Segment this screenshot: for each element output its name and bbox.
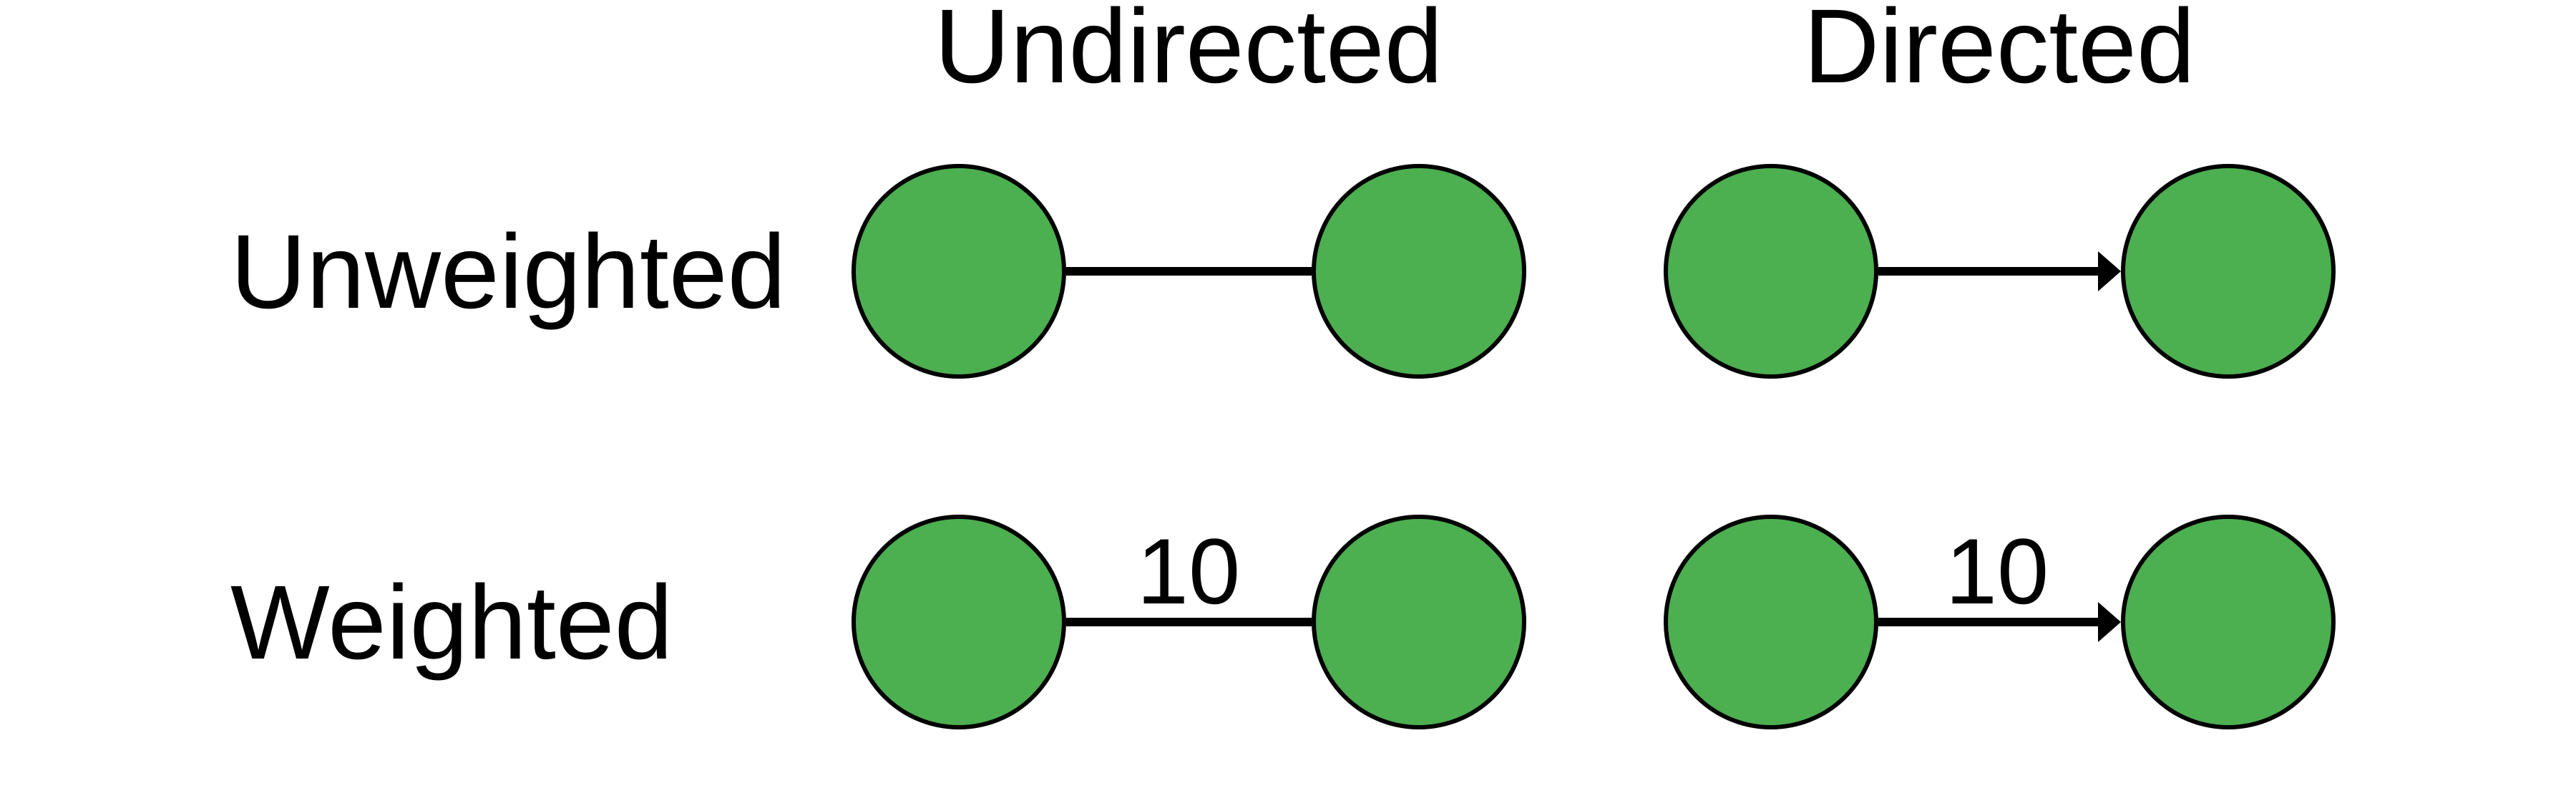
arrowhead [2098,251,2121,291]
node-circle [2121,515,2336,729]
cell-unweighted-undirected [852,164,1526,379]
cell-unweighted-directed [1664,164,2336,379]
node-circle [852,164,1066,379]
column-header-directed: Directed [1803,0,2195,105]
column-header-undirected: Undirected [935,0,1443,105]
cell-weighted-undirected: 10 [852,515,1526,729]
node-circle [1312,164,1526,379]
row-label-unweighted: Unweighted [230,213,786,331]
row-label-weighted: Weighted [230,564,673,681]
edge-weight-label: 10 [1946,519,2049,623]
node-circle [1664,164,1878,379]
cell-weighted-directed: 10 [1664,515,2336,729]
node-circle [2121,164,2336,379]
edge-weight-label: 10 [1137,519,1241,623]
node-circle [1312,515,1526,729]
node-circle [852,515,1066,729]
arrowhead [2098,602,2121,642]
node-circle [1664,515,1878,729]
